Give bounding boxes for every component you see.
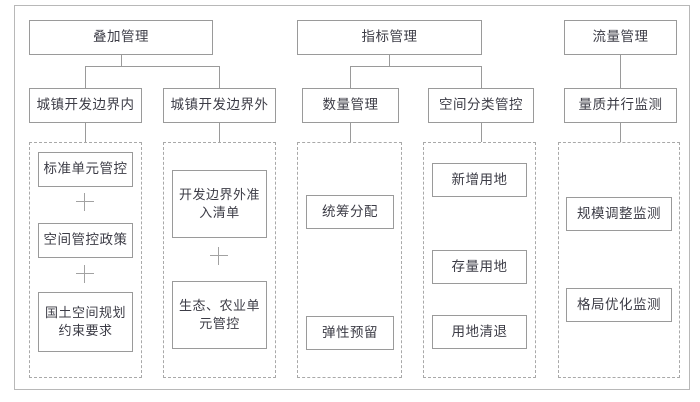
group-quantity-item-1[interactable]: 统筹分配: [306, 195, 394, 229]
plus-separator-icon: [210, 247, 228, 265]
group-urban-inside-item-2[interactable]: 空间管控政策: [38, 223, 133, 258]
plus-separator-icon: [76, 193, 94, 211]
node-inside-urban-boundary[interactable]: 城镇开发边界内: [29, 88, 142, 123]
connector-overlay-to-outside: [219, 66, 220, 88]
connector-overlay-bus: [85, 66, 220, 67]
top-node-indicator-management[interactable]: 指标管理: [297, 20, 482, 55]
group-monitoring-item-1[interactable]: 规模调整监测: [566, 197, 672, 231]
group-quantity: [297, 142, 402, 378]
connector-overlay-stem: [121, 55, 122, 66]
connector-indicator-to-spatial: [481, 66, 482, 88]
connector-indicator-bus: [350, 66, 481, 67]
group-monitoring: [558, 142, 680, 378]
group-spatial-class-item-2[interactable]: 存量用地: [432, 250, 527, 284]
node-quantity-management[interactable]: 数量管理: [302, 88, 399, 123]
group-quantity-item-2[interactable]: 弹性预留: [306, 316, 394, 350]
plus-separator-icon: [76, 265, 94, 283]
connector-monitoring-to-group: [620, 123, 621, 142]
group-urban-inside: [29, 142, 142, 378]
group-monitoring-item-2[interactable]: 格局优化监测: [566, 288, 672, 322]
top-node-overlay-management[interactable]: 叠加管理: [29, 20, 213, 55]
group-spatial-class-item-3[interactable]: 用地清退: [432, 315, 527, 349]
node-spatial-classification-control[interactable]: 空间分类管控: [428, 88, 534, 123]
connector-outside-to-group: [219, 123, 220, 142]
connector-overlay-to-inside: [85, 66, 86, 88]
group-urban-inside-item-1[interactable]: 标准单元管控: [38, 152, 133, 187]
group-urban-outside-item-2[interactable]: 生态、农业单元管控: [172, 281, 267, 349]
connector-indicator-to-quantity: [350, 66, 351, 88]
group-spatial-class-item-1[interactable]: 新增用地: [432, 163, 527, 197]
node-quality-quantity-monitoring[interactable]: 量质并行监测: [564, 88, 677, 123]
top-node-flow-management[interactable]: 流量管理: [564, 20, 677, 55]
node-outside-urban-boundary[interactable]: 城镇开发边界外: [163, 88, 276, 123]
group-urban-outside-item-1[interactable]: 开发边界外准入清单: [172, 170, 267, 238]
connector-flow-to-monitoring: [620, 55, 621, 88]
group-urban-inside-item-3[interactable]: 国土空间规划约束要求: [38, 292, 133, 352]
connector-quantity-to-group: [350, 123, 351, 142]
group-urban-outside: [163, 142, 276, 378]
group-spatial-class: [423, 142, 536, 378]
connector-spatial-to-group: [481, 123, 482, 142]
connector-indicator-stem: [389, 55, 390, 66]
connector-inside-to-group: [85, 123, 86, 142]
